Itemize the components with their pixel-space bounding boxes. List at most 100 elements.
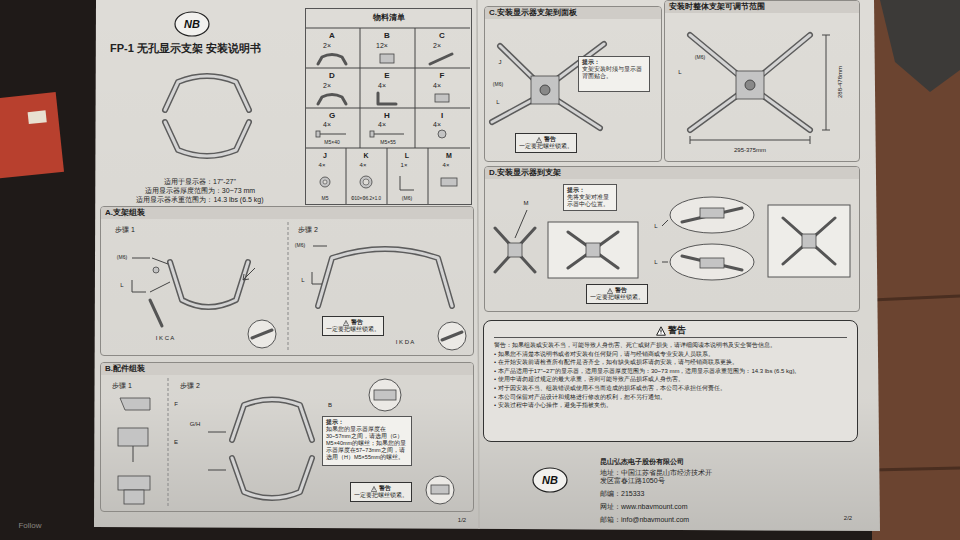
warning-title: 警告 xyxy=(668,325,686,335)
table-cell: H xyxy=(384,112,390,121)
table-cell: 4× xyxy=(360,162,367,169)
part-label: G/H xyxy=(190,421,201,428)
section-panel: A.支架组装警告一定要把螺丝锁紧。 xyxy=(100,206,474,356)
table-cell: (M6) xyxy=(402,196,412,202)
part-label: M xyxy=(524,200,529,207)
table-cell: 12× xyxy=(376,42,388,50)
warning-text: • 对于因安装不当、组装错误或使用不当而造成的损坏或伤害，本公司不承担任何责任。 xyxy=(494,384,847,393)
tip-box: 提示：先将支架对准显示器中心位置。 xyxy=(563,184,617,211)
table-cell: K xyxy=(363,152,368,160)
table-title: 物料清单 xyxy=(306,9,471,27)
part-label: (M6) xyxy=(493,82,503,88)
warning-text: • 使用中请勿超过规定的最大承重，否则可能导致产品损坏或人身伤害。 xyxy=(494,375,847,384)
table-cell: 4× xyxy=(378,82,386,90)
table-cell: A xyxy=(329,32,335,41)
table-cell: 4× xyxy=(378,121,386,129)
part-label: E xyxy=(174,439,178,446)
table-cell: 4× xyxy=(433,121,441,129)
section-panel: C.安装显示器支架到面板提示：支架安装时须与显示器背面贴合。警告一定要把螺丝锁紧… xyxy=(484,6,662,162)
safety-warning-box: 警告警告：如果组装或安装不当，可能导致人身伤害、死亡或财产损失，请详细阅读本说明… xyxy=(483,320,858,442)
step-label: 步骤 2 xyxy=(180,382,200,390)
warning-header: 警告 xyxy=(519,136,573,143)
table-cell: M5×40 xyxy=(324,140,339,146)
warning-icon xyxy=(536,137,542,143)
brand-logo: NB xyxy=(184,18,200,30)
section-band xyxy=(101,207,473,219)
table-cell: 4× xyxy=(443,162,450,169)
table-cell: 1× xyxy=(401,162,408,169)
warning-text: 一定要把螺丝锁紧。 xyxy=(590,294,644,301)
company-info: 邮箱：info@nbavmount.com xyxy=(600,516,689,524)
warning-header: 警告 xyxy=(354,485,408,492)
warning-box: 警告一定要把螺丝锁紧。 xyxy=(586,284,648,304)
table-cell: C xyxy=(439,32,445,41)
table-cell: 4× xyxy=(433,82,441,90)
section-title: B.配件组装 xyxy=(101,363,473,375)
spec-note: 适用于显示器：17"-27" xyxy=(164,178,236,186)
company-info: 昆山弘杰电子股份有限公司 xyxy=(600,458,684,466)
warning-text: • 在开始安装前请检查所有配件是否齐全，如有缺失或损坏请勿安装，请与经销商联系更… xyxy=(494,358,847,367)
table-cell: 4× xyxy=(323,121,331,129)
warning-text: • 如果您不清楚本说明书或者对安装有任何疑问，请与经销商或专业安装人员联系。 xyxy=(494,350,847,359)
warning-title: 警告 xyxy=(351,319,363,325)
tip-title: 提示： xyxy=(326,419,408,426)
table-cell: 2× xyxy=(323,42,331,50)
table-cell: E xyxy=(384,72,389,81)
warning-icon xyxy=(607,288,613,294)
warning-header: 警告 xyxy=(494,324,847,338)
warning-header: 警告 xyxy=(326,319,380,326)
warning-text: • 本产品适用于17"~27"的显示器，适用显示器厚度范围为：30~73 mm，… xyxy=(494,367,847,376)
warning-text: • 安装过程中请小心操作，避免手指被夹伤。 xyxy=(494,401,847,410)
section-panel: 安装时整体支架可调节范围 xyxy=(664,0,860,162)
page-number: 1/2 xyxy=(458,517,466,524)
background-text: Follow xyxy=(18,522,41,531)
part-label: J xyxy=(499,59,502,66)
warning-text: 一定要把螺丝锁紧。 xyxy=(354,492,408,499)
warning-icon xyxy=(371,486,377,492)
part-label: L xyxy=(654,259,657,266)
part-label: (M6) xyxy=(117,255,127,261)
section-band xyxy=(101,363,473,375)
warning-box: 警告一定要把螺丝锁紧。 xyxy=(322,316,384,336)
table-cell: D xyxy=(329,72,335,81)
part-label: (M6) xyxy=(295,243,305,249)
warning-text: 一定要把螺丝锁紧。 xyxy=(519,143,573,150)
company-info: 网址：www.nbavmount.com xyxy=(600,503,688,511)
warning-title: 警告 xyxy=(544,136,556,142)
warning-title: 警告 xyxy=(379,485,391,491)
step-label: 步骤 2 xyxy=(298,226,318,234)
step-label: 步骤 1 xyxy=(112,382,132,390)
page-number: 2/2 xyxy=(844,515,852,522)
warning-text: 警告：如果组装或安装不当，可能导致人身伤害、死亡或财产损失，请详细阅读本说明书及… xyxy=(494,341,847,350)
tip-title: 提示： xyxy=(582,59,646,66)
warning-header: 警告 xyxy=(590,287,644,294)
warning-text: 一定要把螺丝锁紧。 xyxy=(326,326,380,333)
warning-box: 警告一定要把螺丝锁紧。 xyxy=(515,133,577,153)
table-cell: B xyxy=(384,32,390,41)
part-label: (M6) xyxy=(695,55,705,61)
brand-logo: NB xyxy=(542,474,558,486)
part-label: I K C A xyxy=(156,335,175,342)
dimension-label: 288-478mm xyxy=(837,66,844,98)
table-cell: J xyxy=(323,152,327,160)
warning-box: 警告一定要把螺丝锁紧。 xyxy=(350,482,412,502)
table-cell: Φ10×Φ6.2×1.0 xyxy=(351,197,381,202)
table-cell: M5×55 xyxy=(380,140,395,146)
tip-title: 提示： xyxy=(567,187,613,194)
table-cell: 4× xyxy=(319,162,326,169)
section-title: A.支架组装 xyxy=(101,207,473,219)
part-label: F xyxy=(174,401,178,408)
part-label: L xyxy=(496,99,499,106)
table-cell: G xyxy=(329,112,335,121)
table-cell: L xyxy=(405,152,409,160)
section-panel: D.安装显示器到支架提示：先将支架对准显示器中心位置。警告一定要把螺丝锁紧。 xyxy=(484,166,860,312)
section-panel: B.配件组装提示：如果您的显示器厚度在30~57mm之间，请选用（G）M5×40… xyxy=(100,362,474,512)
part-label: L xyxy=(678,69,681,76)
document-title: FP-1 无孔显示支架 安装说明书 xyxy=(110,42,261,55)
tip-text: 如果您的显示器厚度在30~57mm之间，请选用（G）M5×40mm的螺丝；如果您… xyxy=(326,426,408,461)
spec-note: 适用显示器厚度范围为：30~73 mm xyxy=(145,187,255,195)
table-cell: F xyxy=(440,72,445,81)
tip-box: 提示：支架安装时须与显示器背面贴合。 xyxy=(578,56,650,92)
company-info: 邮编：215333 xyxy=(600,490,644,498)
